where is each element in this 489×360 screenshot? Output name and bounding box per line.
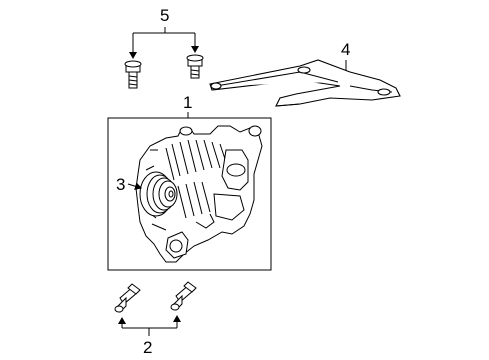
- bracket: [209, 59, 401, 107]
- alternator: [135, 125, 263, 263]
- upper-left-bolt: [124, 60, 142, 89]
- alternator-frame: [107, 117, 272, 271]
- callout-5-group: 5: [129, 6, 199, 59]
- callout-3-label: 3: [116, 175, 125, 194]
- callout-1-label: 1: [183, 93, 192, 112]
- callout-1-group: 1: [107, 93, 272, 271]
- callout-2-group: 2: [118, 315, 181, 357]
- upper-right-bolt: [186, 54, 204, 79]
- callout-4-group: 4: [341, 40, 350, 72]
- callout-3-group: 3: [116, 175, 142, 194]
- callout-2-label: 2: [143, 338, 152, 357]
- callout-5-label: 5: [160, 6, 169, 25]
- callout-4-label: 4: [341, 40, 350, 59]
- pulley: [139, 171, 178, 217]
- lower-left-bolt: [114, 283, 141, 313]
- callout-3-arrow: [127, 182, 142, 191]
- lower-right-bolt: [170, 281, 197, 311]
